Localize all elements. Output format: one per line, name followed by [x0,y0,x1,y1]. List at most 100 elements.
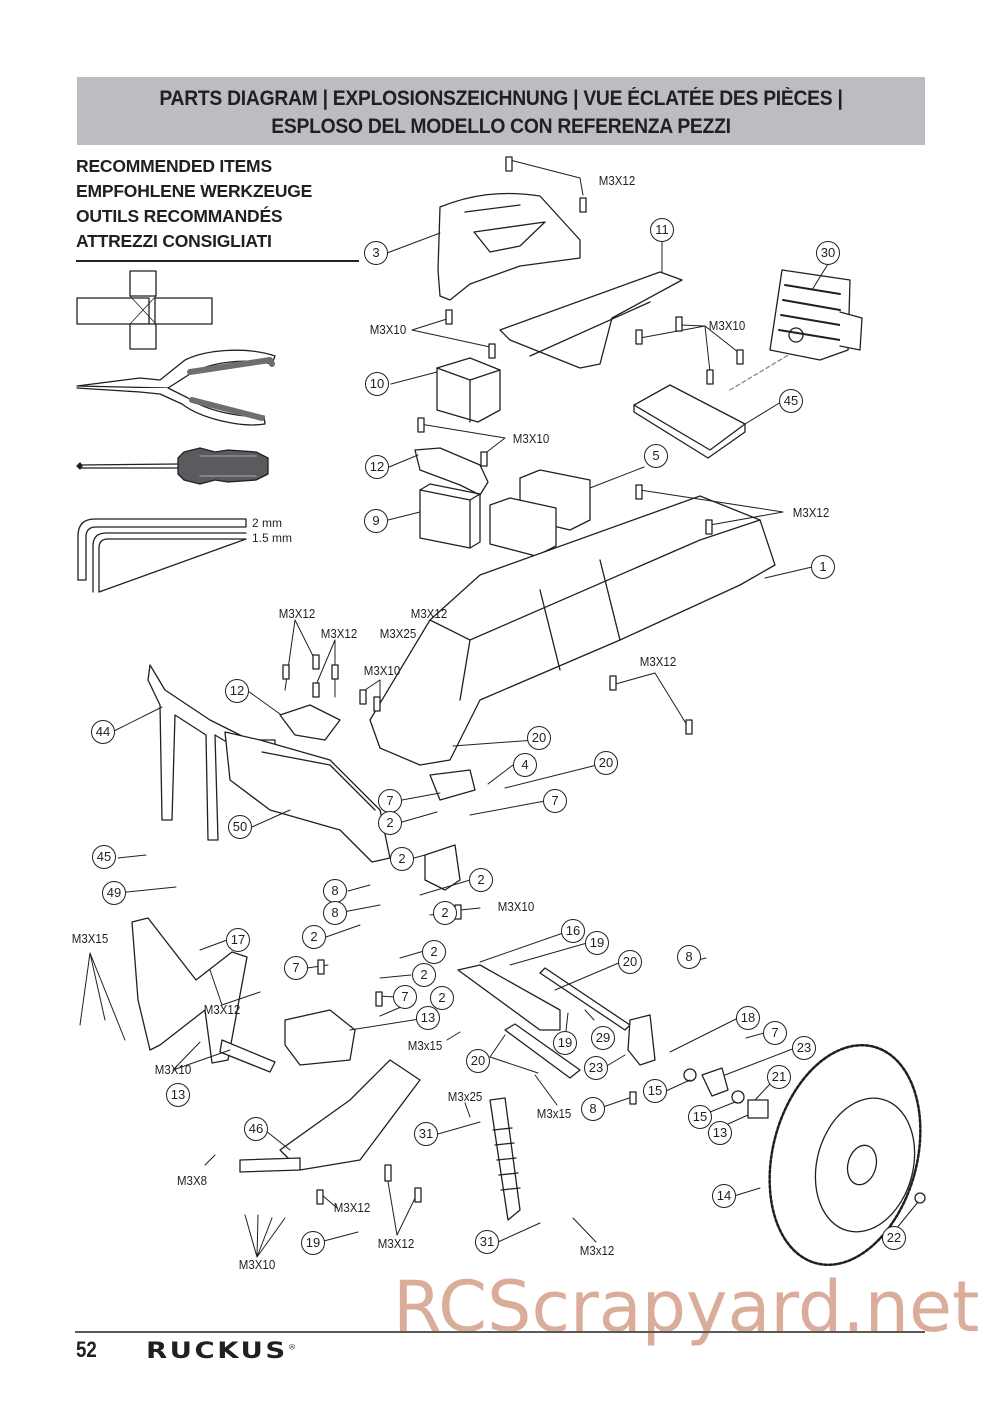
callout-part-19-c: 19 [301,1231,325,1255]
callout-part-3: 3 [364,241,388,265]
screw-label-m3x12-d: M3X12 [278,607,316,621]
callout-part-7: 7 [378,789,402,813]
callout-part-8-c: 8 [677,945,701,969]
body-mount-pad-part [279,704,341,741]
callout-part-2-e: 2 [302,925,326,949]
callout-part-15-b: 15 [688,1105,712,1129]
body-mount-part [147,664,276,841]
recommended-line-fr: OUTILS RECOMMANDÉS [76,206,283,226]
registered-mark: ® [287,1343,299,1352]
recommended-line-en: RECOMMENDED ITEMS [76,156,272,176]
callout-part-13: 13 [416,1006,440,1030]
wheel-nut-part [914,1192,926,1204]
brand-name: RUCKUS [146,1339,288,1364]
main-chassis-part [369,495,776,766]
bearing-part [731,1090,745,1104]
screw-label-m3x10-b: M3X10 [708,319,746,333]
callout-part-19-b: 19 [553,1031,577,1055]
battery-pack-part [489,469,591,557]
screw-label-m3x15: M3X15 [71,932,109,946]
screw-label-m3x12-f: M3X12 [410,607,448,621]
recommended-items-heading: RECOMMENDED ITEMS EMPFOHLENE WERKZEUGE O… [76,154,312,254]
bearing-part [683,1068,697,1082]
callout-part-29: 29 [591,1026,615,1050]
callout-part-8-d: 8 [581,1097,605,1121]
callout-part-7-b: 7 [543,789,567,813]
servo-mount-part [414,447,489,496]
screw-label-m3x12: M3X12 [598,174,636,188]
callout-part-20-b: 20 [594,751,618,775]
screw-label-m3x12-b: M3X12 [792,506,830,520]
shock-absorber-part [489,1097,521,1221]
screw-label-m3x10: M3X10 [369,323,407,337]
callout-part-21: 21 [767,1065,791,1089]
page-number: 52 [76,1337,97,1362]
callout-part-46: 46 [244,1117,268,1141]
callout-part-50: 50 [228,815,252,839]
callout-part-31-b: 31 [475,1230,499,1254]
steering-knuckle-part [627,1014,656,1066]
footer-divider [75,1331,925,1333]
wheel-tire-part [768,1043,922,1267]
bulkhead-part [284,1009,356,1066]
callout-part-18: 18 [736,1006,760,1030]
esc-part [419,483,481,549]
screw-label-m3x10-f: M3X10 [154,1063,192,1077]
screw-label-m3x25-b: M3x25 [447,1090,483,1104]
callout-part-12-b: 12 [225,679,249,703]
callout-part-31: 31 [414,1122,438,1146]
watermark: RCScrapyard.net [393,1266,980,1348]
front-bumper-part [224,731,391,863]
callout-part-7-c: 7 [284,956,308,980]
callout-part-20-d: 20 [466,1049,490,1073]
screw-label-m3x10-c: M3X10 [512,432,550,446]
callout-part-7-d: 7 [393,985,417,1009]
screw-label-m3x12-c: M3X12 [639,655,677,669]
callout-part-5: 5 [644,444,668,468]
screw-label-m3x10-d: M3X10 [363,664,401,678]
screw-label-m3x8: M3X8 [176,1174,208,1188]
screw-label-m3x15-c: M3x15 [536,1107,572,1121]
screw-icons [282,156,744,1205]
upper-arm-part [457,964,561,1031]
callout-part-10: 10 [365,372,389,396]
callout-part-30: 30 [816,241,840,265]
cross-wrench-icon [76,270,213,350]
callout-part-2-g: 2 [412,963,436,987]
screw-label-m3x25: M3X25 [379,627,417,641]
hex-key-size-2mm: 2 mm [252,516,282,530]
section-header: PARTS DIAGRAM | EXPLOSIONSZEICHNUNG | VU… [77,77,925,145]
callout-part-49: 49 [102,881,126,905]
skid-plate-part [239,1059,421,1173]
recommended-line-it: ATTREZZI CONSIGLIATI [76,231,272,251]
callout-part-23: 23 [584,1056,608,1080]
callout-part-2-b: 2 [390,847,414,871]
callout-part-16: 16 [561,919,585,943]
callout-part-11: 11 [650,218,674,242]
callout-part-2: 2 [378,811,402,835]
callout-part-9: 9 [364,509,388,533]
screw-label-m3x12-h: M3X12 [333,1201,371,1215]
screw-label-m3x12-j: M3x12 [579,1244,615,1258]
callout-part-23-b: 23 [792,1036,816,1060]
callout-part-7-e: 7 [763,1021,787,1045]
callout-part-1: 1 [811,555,835,579]
callout-part-19: 19 [585,931,609,955]
steering-crank-part [424,844,461,891]
callout-part-12: 12 [365,455,389,479]
screw-label-m3x10-g: M3X10 [238,1258,276,1272]
header-line-2: ESPLOSO DEL MODELLO CON REFERENZA PEZZI [271,115,731,138]
axle-carrier-part [701,1067,729,1097]
recommended-line-de: EMPFOHLENE WERKZEUGE [76,181,313,201]
callout-part-22: 22 [882,1226,906,1250]
callout-part-13-c: 13 [708,1121,732,1145]
callout-part-8-b: 8 [323,901,347,925]
steering-link-part [429,769,476,801]
lower-arm-part [504,1023,581,1079]
shock-tower-part [131,917,248,1064]
screw-label-m3x12-e: M3X12 [320,627,358,641]
screw-label-m3x15-b: M3x15 [407,1039,443,1053]
callout-part-45-b: 45 [92,845,116,869]
callout-part-17: 17 [226,928,250,952]
